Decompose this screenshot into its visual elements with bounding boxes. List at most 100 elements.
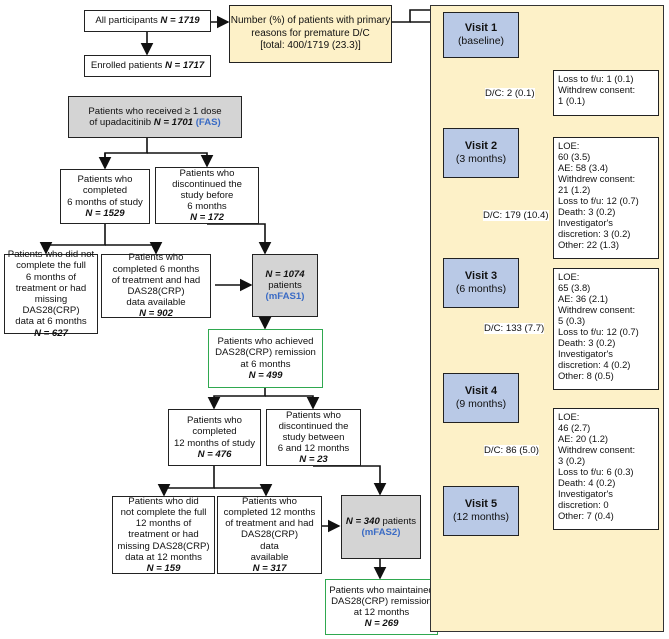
not-complete-6m-line: missing DAS28(CRP) [22, 294, 80, 317]
all-participants-box: All participants N = 1719 [84, 10, 211, 32]
visit-2-title: Visit 2 [464, 140, 498, 152]
reason-line: Death: 3 (0.2) [558, 206, 616, 217]
discontinued-6m-line: study before [180, 189, 234, 201]
discontinued-6m-n: N = 172 [190, 212, 224, 224]
reason-line: discretion: 0 [558, 499, 609, 510]
reason-line: LOE: [558, 140, 580, 151]
mfas1-suffix: patients [268, 279, 302, 291]
not-complete-12m-line: not complete the full [120, 507, 207, 518]
remission-6m-n: N = 499 [248, 369, 283, 381]
reason-line: AE: 20 (1.2) [558, 433, 609, 444]
reason-line: Investigator's [558, 217, 613, 228]
reasons-box-1: Loss to f/u: 1 (0.1) Withdrew consent: 1… [553, 70, 659, 116]
not-complete-12m-line: Patients who did [128, 495, 199, 507]
dc-summary-line1: Number (%) of patients with primary [230, 15, 391, 27]
not-complete-12m-line: treatment or had [128, 529, 199, 541]
remission-6m-line: Patients who achieved [217, 336, 314, 348]
visit-1-box: Visit 1 (baseline) [443, 12, 519, 58]
mfas1-tag: (mFAS1) [265, 291, 305, 303]
reason-line: AE: 36 (2.1) [558, 293, 609, 304]
reason-line: 65 (3.8) [558, 282, 591, 293]
not-complete-6m-n: N = 627 [34, 327, 68, 339]
visit-5-box: Visit 5 (12 months) [443, 486, 519, 536]
reason-line: 60 (3.5) [558, 151, 591, 162]
completed-12m-data-line: available [250, 551, 289, 563]
not-complete-6m-line: 6 months of [25, 271, 77, 283]
not-complete-12m-line: data at 12 months [125, 551, 202, 563]
completed-6m-data-line: Patients who [128, 252, 184, 264]
reason-line: Death: 3 (0.2) [558, 337, 616, 348]
visit-3-sub: (6 months) [455, 283, 507, 295]
completed-12m-data-line: of treatment and had [225, 518, 314, 530]
reason-line: discretion: 3 (0.2) [558, 228, 631, 239]
visit-3-box: Visit 3 (6 months) [443, 258, 519, 308]
completed-6m-data-line: of treatment and had [111, 274, 201, 286]
remission-12m-box: Patients who maintained DAS28(CRP) remis… [325, 579, 438, 635]
completed-6m-line: completed [82, 185, 128, 197]
reason-line: Withdrew consent: [558, 84, 636, 95]
not-complete-12m-line: 12 months of [135, 518, 192, 530]
dc-label-1: D/C: 2 (0.1) [485, 88, 535, 99]
visit-5-title: Visit 5 [464, 498, 498, 510]
fas-tag: (FAS) [195, 117, 221, 128]
all-participants-n: N = 1719 [160, 15, 200, 27]
remission-12m-line: Patients who maintained [329, 584, 434, 596]
not-complete-6m-line: Patients who did not [7, 249, 95, 261]
reason-line: Withdrew consent: [558, 173, 636, 184]
remission-12m-line: at 12 months [353, 607, 410, 618]
completed-12m-data-n: N = 317 [252, 563, 287, 575]
all-participants-label: All participants [95, 15, 158, 27]
completed-12m-data-line: data [260, 540, 279, 552]
discontinued-6m-line: 6 months [187, 201, 227, 213]
completed-6m-n: N = 1529 [85, 207, 125, 219]
not-complete-6m-line: treatment or had [15, 282, 87, 294]
received-dose-box: Patients who received ≥ 1 dose of upadac… [68, 96, 242, 138]
visit-5-sub: (12 months) [452, 511, 510, 523]
completed-6m-data-line: completed 6 months [112, 263, 200, 275]
reason-line: Other: 8 (0.5) [558, 370, 614, 381]
visit-2-sub: (3 months) [455, 153, 507, 165]
completed-12m-data-box: Patients who completed 12 months of trea… [217, 496, 322, 574]
visit-1-sub: (baseline) [457, 35, 505, 47]
discontinued-12m-line: 6 and 12 months [277, 443, 350, 455]
reason-line: Withdrew consent: [558, 304, 636, 315]
not-complete-6m-line: data at 6 months [15, 316, 87, 328]
received-dose-line1: Patients who received ≥ 1 dose [88, 105, 222, 117]
completed-6m-line: Patients who [77, 174, 133, 186]
reason-line: 21 (1.2) [558, 184, 591, 195]
discontinued-12m-line: discontinued the [278, 420, 349, 432]
completed-12m-line: Patients who [187, 415, 242, 427]
visit-3-title: Visit 3 [464, 270, 498, 282]
remission-6m-box: Patients who achieved DAS28(CRP) remissi… [208, 329, 323, 388]
completed-12m-data-line: DAS28(CRP) [240, 529, 299, 541]
discontinued-6m-box: Patients who discontinued the study befo… [155, 167, 259, 224]
not-complete-6m-box: Patients who did not complete the full 6… [4, 249, 98, 339]
dc-label-3: D/C: 133 (7.7) [484, 323, 545, 334]
visit-2-box: Visit 2 (3 months) [443, 128, 519, 178]
remission-12m-n: N = 269 [364, 618, 399, 630]
reason-line: LOE: [558, 271, 580, 282]
reason-line: AE: 58 (3.4) [558, 162, 609, 173]
visit-1-title: Visit 1 [464, 22, 498, 34]
reason-line: Investigator's [558, 488, 613, 499]
discontinued-12m-line: study between [282, 431, 345, 443]
dc-label-2: D/C: 179 (10.4) [483, 210, 549, 221]
reason-line: Other: 22 (1.3) [558, 239, 619, 250]
reason-line: Loss to f/u: 12 (0.7) [558, 326, 639, 337]
reason-line: 5 (0.3) [558, 315, 586, 326]
discontinued-12m-box: Patients who discontinued the study betw… [266, 409, 361, 466]
reason-line: 3 (0.2) [558, 455, 586, 466]
reason-line: Death: 4 (0.2) [558, 477, 616, 488]
received-dose-line2: of upadacitinib [89, 117, 152, 128]
completed-6m-data-line: DAS28(CRP) [127, 286, 185, 297]
completed-12m-line: 12 months of study [173, 437, 256, 449]
visit-4-sub: (9 months) [455, 398, 507, 410]
discontinued-6m-line: Patients who [179, 167, 235, 179]
completed-12m-data-line: Patients who [242, 495, 297, 507]
dc-label-4: D/C: 86 (5.0) [484, 445, 539, 456]
discontinued-12m-line: Patients who [286, 409, 341, 421]
mfas2-box: N = 340 patients (mFAS2) [341, 495, 421, 559]
mfas2-n: N = 340 [345, 515, 380, 527]
visit-4-box: Visit 4 (9 months) [443, 373, 519, 423]
reasons-box-3: LOE: 65 (3.8) AE: 36 (2.1) Withdrew cons… [553, 268, 659, 390]
